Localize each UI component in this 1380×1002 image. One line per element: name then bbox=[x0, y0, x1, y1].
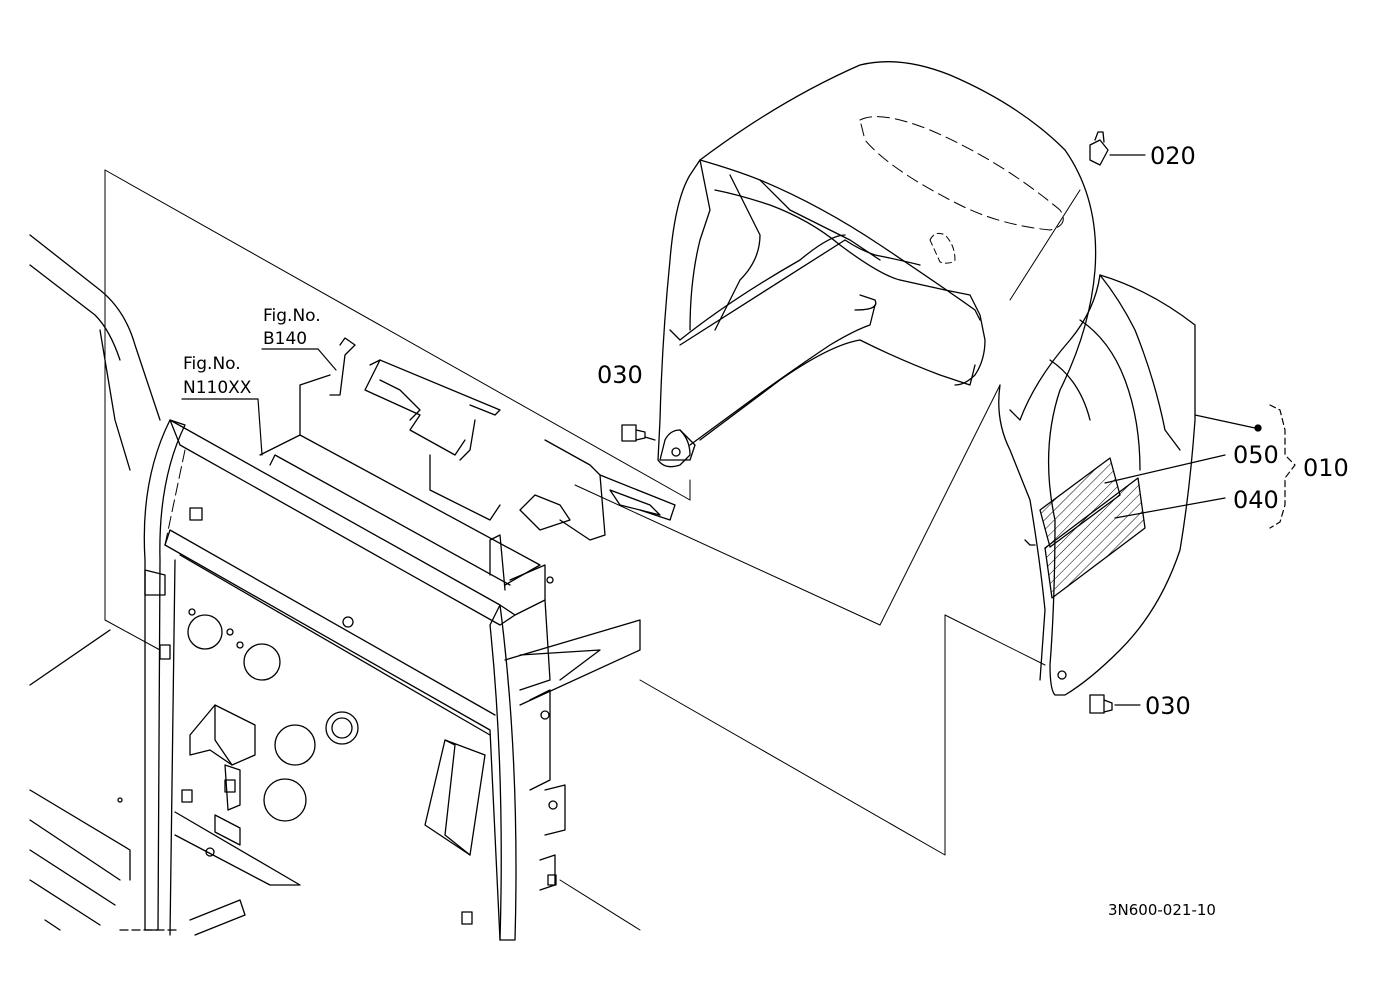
dash-panel-assembly bbox=[117, 374, 641, 941]
leader-dot bbox=[1254, 424, 1262, 432]
figure-ref-leaders bbox=[181, 348, 337, 456]
fig-ref-n110xx-line2: N110XX bbox=[183, 378, 252, 398]
figure-ref-n110xx: Fig.No. N110XX bbox=[183, 354, 252, 398]
bonnet-hood bbox=[657, 61, 1196, 696]
callout-010: 010 bbox=[1303, 454, 1349, 482]
fig-ref-b140-line1: Fig.No. bbox=[263, 306, 321, 326]
callout-020: 020 bbox=[1150, 142, 1196, 170]
callout-030-bottom: 030 bbox=[1145, 692, 1191, 720]
bracket-b140 bbox=[329, 337, 676, 541]
callout-030-top: 030 bbox=[597, 361, 643, 389]
callout-040: 040 bbox=[1233, 486, 1279, 514]
callout-050: 050 bbox=[1233, 441, 1279, 469]
pin-020 bbox=[1089, 131, 1109, 166]
callout-leaders bbox=[644, 154, 1296, 706]
fig-ref-n110xx-line1: Fig.No. bbox=[183, 354, 241, 374]
decal-040 bbox=[1044, 477, 1146, 599]
fig-ref-b140-line2: B140 bbox=[263, 329, 307, 349]
bolt-030-bottom bbox=[1089, 694, 1113, 714]
bolt-030-top bbox=[621, 424, 646, 442]
assembly-leader-lines bbox=[104, 169, 1046, 931]
figure-ref-b140: Fig.No. B140 bbox=[263, 306, 321, 349]
drawing-code: 3N600-021-10 bbox=[1108, 901, 1216, 919]
